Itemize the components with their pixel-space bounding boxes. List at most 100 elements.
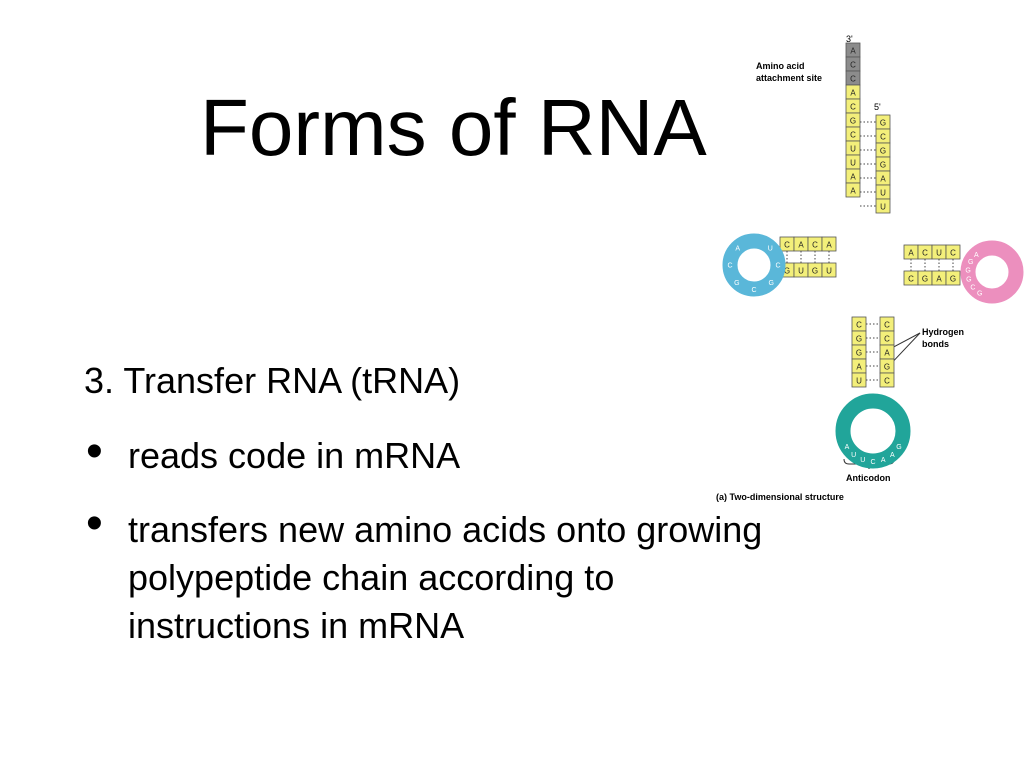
loop-base-label: U xyxy=(851,452,856,459)
loop-base-label: G xyxy=(734,280,739,287)
bond-group xyxy=(786,121,954,381)
right-arm-base: C xyxy=(917,244,933,260)
right-arm-base: C xyxy=(903,270,919,286)
loop-base-label: A xyxy=(890,452,895,459)
svg-text:G: G xyxy=(880,161,886,170)
bullet-line: polypeptide chain according to xyxy=(128,557,615,598)
stem-left-base: A xyxy=(845,84,861,100)
svg-text:U: U xyxy=(850,159,856,168)
svg-text:G: G xyxy=(922,275,928,284)
stem-right-base: C xyxy=(875,128,891,144)
left-loop xyxy=(722,233,786,297)
svg-text:G: G xyxy=(856,335,862,344)
loop-base-label: C xyxy=(751,287,756,294)
svg-text:A: A xyxy=(850,187,856,196)
stem-right-base: G xyxy=(875,156,891,172)
svg-text:U: U xyxy=(880,189,886,198)
loop-base-label: C xyxy=(775,262,780,269)
label-anticodon: Anticodon xyxy=(846,473,891,483)
bullet-item-2: transfers new amino acids onto growing p… xyxy=(128,506,762,650)
label-hbonds-2: bonds xyxy=(922,339,949,349)
right-arm-base: U xyxy=(931,244,947,260)
loop-base-label: C xyxy=(870,459,875,466)
svg-text:G: G xyxy=(880,119,886,128)
loop-base-label: G xyxy=(965,268,970,275)
bullet-line: reads code in mRNA xyxy=(128,435,461,476)
stem-right-base: G xyxy=(875,142,891,158)
svg-text:C: C xyxy=(880,133,886,142)
bullet-dot: • xyxy=(86,497,103,550)
right-loop xyxy=(960,240,1024,304)
trna-heading: 3. Transfer RNA (tRNA) xyxy=(84,360,461,401)
stem-left-base: A xyxy=(845,182,861,198)
svg-text:C: C xyxy=(950,249,956,258)
right-arm-base: G xyxy=(945,270,961,286)
svg-text:C: C xyxy=(850,131,856,140)
left-arm-base: U xyxy=(821,262,837,278)
svg-text:G: G xyxy=(884,363,890,372)
svg-text:C: C xyxy=(812,241,818,250)
bullet-dot: • xyxy=(86,425,103,478)
bullet-line: instructions in mRNA xyxy=(128,605,465,646)
label-3-prime: 3' xyxy=(846,34,853,44)
svg-text:A: A xyxy=(884,349,890,358)
anticodon-stem-base: C xyxy=(851,316,867,332)
svg-text:C: C xyxy=(856,321,862,330)
stem-left-base: C xyxy=(845,56,861,72)
svg-text:C: C xyxy=(884,377,890,386)
loop-base-label: G xyxy=(968,259,973,266)
loop-base-label: U xyxy=(768,245,773,252)
svg-text:A: A xyxy=(936,275,942,284)
loop-base-label: C xyxy=(727,262,732,269)
stem-right-base: U xyxy=(875,198,891,214)
anticodon-loop xyxy=(835,393,911,469)
svg-text:A: A xyxy=(850,173,856,182)
trna-svg: 3' 5' Amino acid attachment site Hydroge… xyxy=(716,34,1024,502)
anticodon-stem-base: C xyxy=(879,330,895,346)
svg-text:G: G xyxy=(784,267,790,276)
loop-base-label: A xyxy=(974,252,979,259)
left-arm-base: C xyxy=(779,236,795,252)
right-arm-base: G xyxy=(917,270,933,286)
anticodon-stem-base: C xyxy=(879,316,895,332)
stem-left-base: A xyxy=(845,168,861,184)
stem-right-base: G xyxy=(875,114,891,130)
svg-text:A: A xyxy=(880,175,886,184)
svg-text:C: C xyxy=(884,321,890,330)
left-arm-base: U xyxy=(793,262,809,278)
trna-diagram: 3' 5' Amino acid attachment site Hydroge… xyxy=(716,33,1024,505)
loop-base-label: G xyxy=(966,277,971,284)
anticodon-stem-base: G xyxy=(851,344,867,360)
loop-base-label: G xyxy=(977,291,982,298)
loop-base-label: G xyxy=(896,444,901,451)
svg-text:C: C xyxy=(784,241,790,250)
svg-text:G: G xyxy=(850,117,856,126)
loop-base-label: A xyxy=(845,444,850,451)
svg-text:C: C xyxy=(850,61,856,70)
bullet-item-1: reads code in mRNA xyxy=(128,432,460,480)
stem-left-base: C xyxy=(845,70,861,86)
stem-left-base: U xyxy=(845,140,861,156)
stem-left-base: U xyxy=(845,154,861,170)
svg-text:U: U xyxy=(856,377,862,386)
svg-text:C: C xyxy=(850,75,856,84)
stem-left-base: G xyxy=(845,112,861,128)
svg-text:G: G xyxy=(812,267,818,276)
left-arm-base: A xyxy=(793,236,809,252)
svg-text:C: C xyxy=(850,103,856,112)
left-arm-base: G xyxy=(807,262,823,278)
stem-left-base: C xyxy=(845,98,861,114)
anticodon-stem-base: G xyxy=(879,358,895,374)
svg-text:C: C xyxy=(884,335,890,344)
anticodon-stem-base: A xyxy=(851,358,867,374)
stem-right-base: U xyxy=(875,184,891,200)
label-attachment-2: attachment site xyxy=(756,73,822,83)
label-5-prime: 5' xyxy=(874,102,881,112)
label-hbonds-1: Hydrogen xyxy=(922,327,964,337)
anticodon-stem-base: A xyxy=(879,344,895,360)
left-arm-base: C xyxy=(807,236,823,252)
label-attachment-1: Amino acid xyxy=(756,61,805,71)
svg-text:G: G xyxy=(856,349,862,358)
svg-text:C: C xyxy=(922,249,928,258)
